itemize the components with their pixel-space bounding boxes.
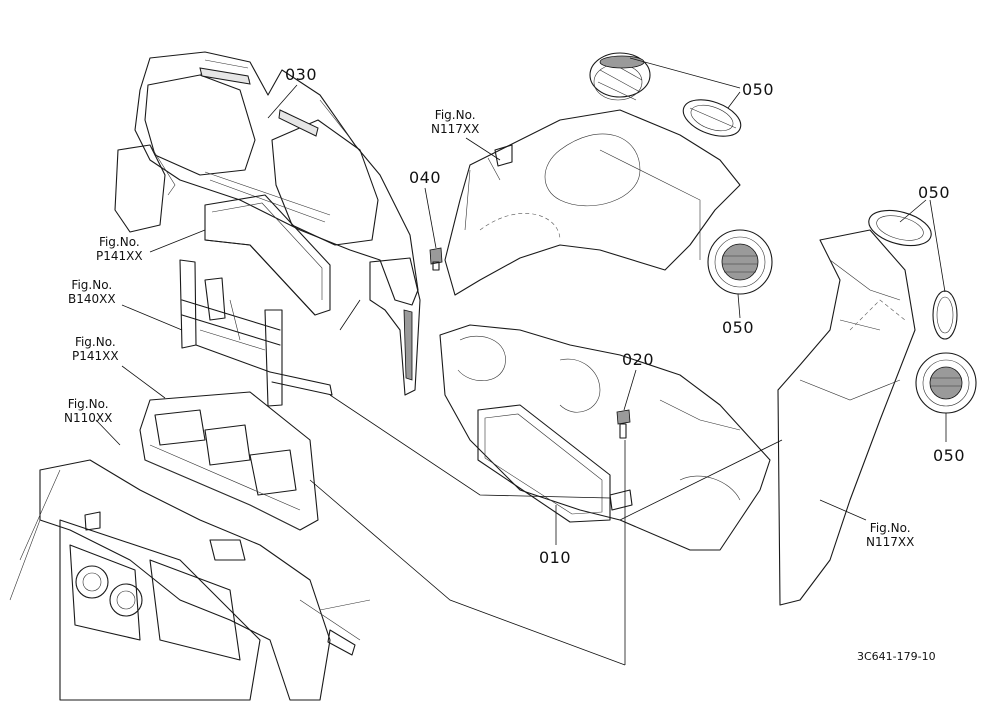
panel-cover-030	[114, 51, 421, 396]
leader-lines	[95, 57, 947, 666]
vent-right-low	[915, 352, 977, 414]
side-panel-right	[777, 229, 916, 606]
fig-ref-label: Fig.No.	[67, 397, 109, 411]
fig-ref-b140xx: Fig.No. B140XX	[68, 278, 116, 306]
bolt-040	[429, 247, 443, 271]
part-number-010: 010	[539, 548, 572, 567]
fig-ref-p141xx-lower: Fig.No. P141XX	[72, 335, 119, 363]
fig-ref-label: Fig.No.	[71, 278, 113, 292]
console-frame	[9, 459, 371, 701]
part-number-050-right-top: 050	[918, 183, 951, 202]
fig-ref-n110xx: Fig.No. N110XX	[64, 397, 112, 425]
air-duct-010	[439, 324, 771, 551]
part-number-030: 030	[285, 65, 318, 84]
fig-ref-label: Fig.No.	[869, 521, 911, 535]
fig-ref-code: P141XX	[72, 349, 119, 363]
vent-right-mid	[932, 290, 958, 340]
duct-upper	[204, 194, 331, 316]
part-number-050-right-bottom: 050	[933, 446, 966, 465]
fig-ref-label: Fig.No.	[74, 335, 116, 349]
fig-ref-p141xx-upper: Fig.No. P141XX	[96, 235, 143, 263]
screw-020	[616, 409, 631, 439]
duct-lower	[139, 391, 319, 531]
fig-ref-code: B140XX	[68, 292, 116, 306]
fig-ref-label: Fig.No.	[434, 108, 476, 122]
part-number-050-middle: 050	[722, 318, 755, 337]
fig-ref-code: P141XX	[96, 249, 143, 263]
fig-ref-code: N110XX	[64, 411, 113, 425]
vent-right-top	[868, 209, 932, 247]
fig-ref-code: N117XX	[431, 122, 480, 136]
dash-panel-upper	[444, 109, 741, 296]
fig-ref-n117xx-top: Fig.No. N117XX	[431, 108, 479, 136]
part-number-020: 020	[622, 350, 655, 369]
vent-top-left	[589, 52, 651, 101]
fig-ref-code: N117XX	[866, 535, 915, 549]
part-number-040: 040	[409, 168, 442, 187]
drawing-id: 3C641-179-10	[857, 650, 936, 663]
bracket-frame	[179, 259, 333, 407]
fig-ref-n117xx-right: Fig.No. N117XX	[866, 521, 914, 549]
vent-top-right	[682, 99, 742, 137]
vent-middle	[707, 229, 773, 295]
part-number-050-top: 050	[742, 80, 775, 99]
fig-ref-label: Fig.No.	[98, 235, 140, 249]
